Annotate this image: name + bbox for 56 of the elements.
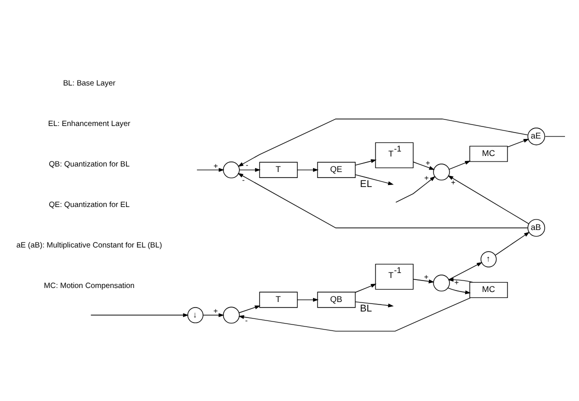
node-box: MC: [469, 281, 508, 298]
node-box: MC: [469, 145, 508, 162]
arrow: [238, 296, 471, 332]
label: QE: Quantization for EL: [48, 199, 130, 208]
arrow: [90, 312, 189, 317]
arrow: [297, 297, 319, 302]
arrow: [238, 305, 260, 313]
arrow: [238, 172, 528, 228]
arrow: [354, 283, 376, 292]
arrow: [354, 174, 394, 185]
node-circle: ↑: [480, 250, 497, 267]
node-box: T: [259, 291, 298, 308]
edge-label: +: [213, 306, 218, 316]
arrow: [354, 158, 377, 166]
arrow: [448, 174, 529, 224]
arrow: [202, 312, 224, 317]
arrow: [354, 300, 394, 307]
arrow: [196, 167, 224, 172]
arrow: [238, 118, 528, 166]
edge-label: +: [454, 278, 459, 287]
edge-label: +: [451, 177, 456, 186]
node-circle: aE: [528, 127, 546, 145]
arrow: [413, 161, 435, 170]
arrow: [448, 160, 471, 170]
edge-label: -: [242, 174, 245, 184]
arrow: [395, 176, 436, 202]
node-circle: ↓: [187, 306, 204, 323]
node-box: T: [259, 161, 298, 178]
node-circle: [222, 306, 240, 324]
arrow: [507, 138, 530, 147]
arrow: [448, 277, 474, 282]
node-circle: [433, 163, 450, 180]
node-circle: [222, 161, 240, 178]
edge-label: -: [245, 315, 248, 324]
label: QB: Quantization for BL: [48, 158, 130, 168]
edge-label: -: [246, 160, 248, 170]
arrow: [413, 278, 434, 283]
label: EL: Enhancement Layer: [48, 118, 130, 128]
arrow: [448, 287, 471, 294]
edge-label: +: [424, 272, 428, 281]
node-circle: aB: [528, 218, 546, 236]
arrow: [297, 167, 319, 172]
edge-label: BL: [360, 302, 372, 314]
arrow: [495, 231, 530, 256]
edge-label: +: [213, 160, 218, 170]
edge-label: +: [424, 173, 429, 182]
edge-label: EL: [360, 178, 372, 190]
node-box: QB: [317, 291, 356, 308]
arrow: [239, 167, 261, 172]
node-circle: [433, 274, 450, 291]
arrow: [448, 262, 482, 280]
label: aE (aB): Multiplicative Constant for EL (BL): [16, 240, 162, 249]
node-box: QE: [317, 161, 356, 178]
edge-label: +: [426, 158, 430, 167]
label: BL: Base Layer: [63, 78, 116, 87]
label: MC: Motion Compensation: [44, 280, 135, 290]
